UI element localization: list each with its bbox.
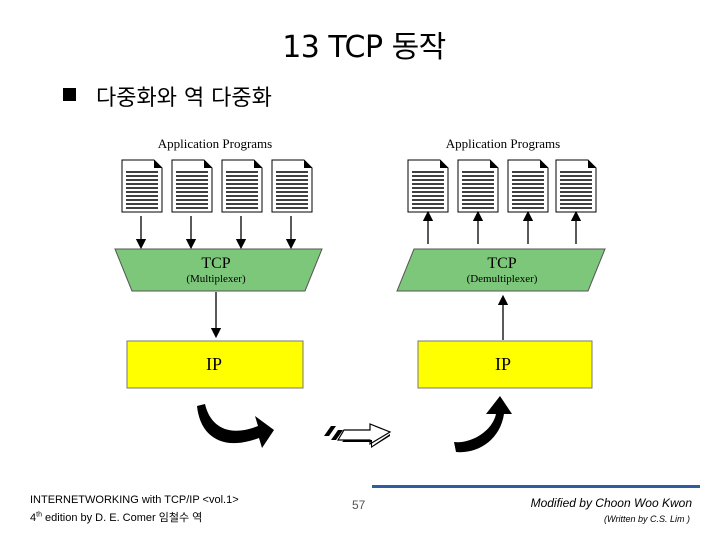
right-tcp-trapezoid: [396, 248, 606, 292]
left-ip-box: [126, 340, 304, 389]
footer-rule: [372, 485, 700, 488]
left-tcp-label: TCP: [201, 255, 230, 272]
left-ip-label: IP: [206, 354, 222, 374]
document-icon: [555, 159, 597, 213]
slide-title-text: 13 TCP 동작: [282, 30, 446, 65]
document-icon: [121, 159, 163, 213]
document-icon: [507, 159, 549, 213]
right-app-header: Application Programs: [446, 136, 560, 151]
left-app-header: Application Programs: [158, 136, 272, 151]
slide-title: 13 TCP 동작: [0, 22, 720, 66]
edition-text: edition by D. E. Comer 임철수 역: [41, 512, 203, 524]
edition-suffix: th: [36, 511, 42, 519]
footer-book-title: INTERNETWORKING with TCP/IP <vol.1>: [30, 494, 239, 506]
right-ip-box: [417, 340, 593, 389]
right-tcp-sublabel: (Demultiplexer): [467, 273, 538, 285]
right-tcp-label: TCP: [487, 255, 516, 272]
right-curved-arrow-icon: [454, 396, 512, 453]
footer-edition: 4th edition by D. E. Comer 임철수 역: [30, 509, 202, 525]
right-app-docs: [407, 159, 597, 213]
left-down-arrows: [135, 216, 297, 250]
packet-transfer-arrow-icon: [324, 423, 392, 448]
right-ip-label: IP: [495, 354, 511, 374]
edition-number: 4: [30, 512, 37, 524]
document-icon: [221, 159, 263, 213]
footer-written-by: (Written by C.S. Lim ): [603, 514, 690, 524]
left-tcp-sublabel: (Multiplexer): [186, 273, 246, 285]
page-number: 57: [352, 498, 366, 512]
left-app-docs: [121, 159, 313, 213]
bullet-text: 다중화와 역 다중화: [96, 86, 272, 111]
document-icon: [271, 159, 313, 213]
right-up-arrows: [422, 210, 582, 244]
left-curved-arrow-icon: [197, 404, 274, 448]
document-icon: [407, 159, 449, 213]
footer-modified-by: Modified by Choon Woo Kwon: [530, 496, 692, 510]
left-tcp-trapezoid: [114, 248, 323, 292]
document-icon: [457, 159, 499, 213]
document-icon: [171, 159, 213, 213]
bullet-square-icon: [63, 88, 76, 101]
